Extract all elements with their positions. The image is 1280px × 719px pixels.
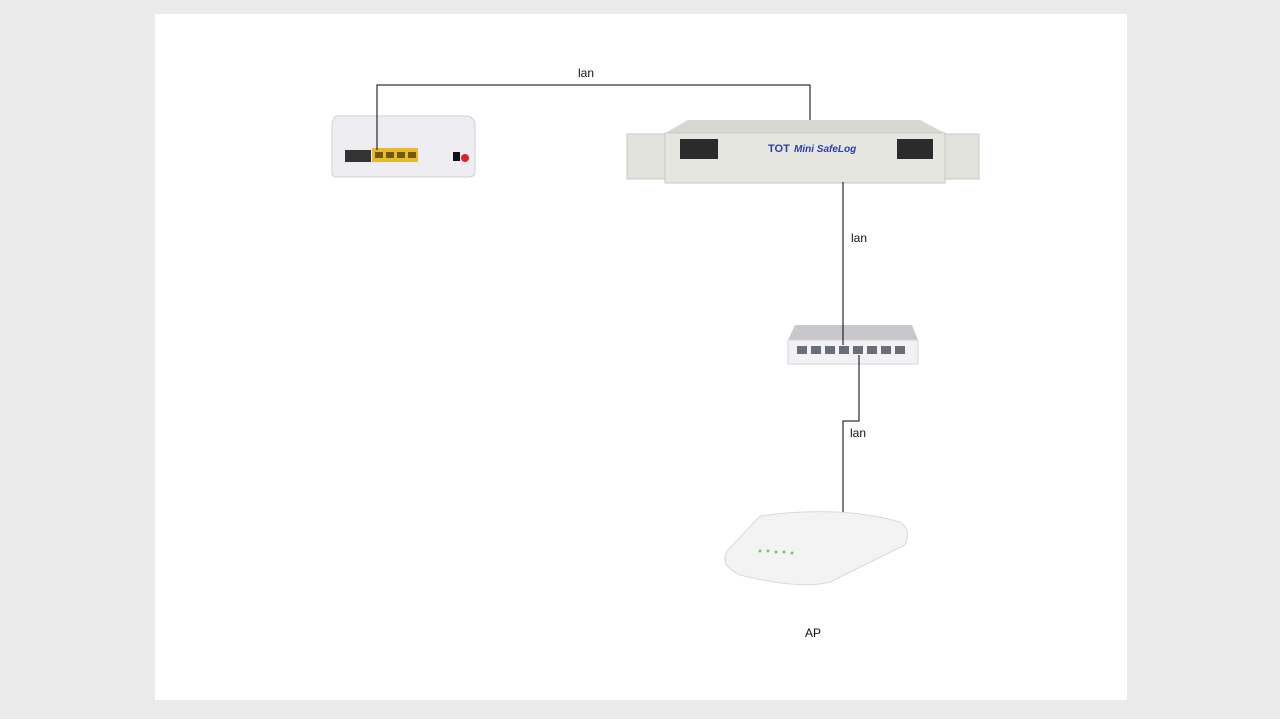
access-point-device [724,511,909,586]
edge-label-ont-firewall: lan [577,66,595,80]
switch-port [853,346,863,354]
switch-port [825,346,835,354]
edge-switch-ap [842,355,860,512]
firewall-model-logo: Mini SafeLog [794,144,856,155]
switch-port [895,346,905,354]
drive-bay-left [680,139,718,159]
switch-port [881,346,891,354]
lan-ports [372,148,418,162]
ont-router-device [331,115,476,178]
edge-label-switch-ap: lan [849,426,867,440]
edge-label-firewall-switch: lan [850,231,868,245]
ap-label: AP [804,626,822,640]
firewall-brand-logo: TOT [768,143,790,155]
switch-device [787,325,919,365]
switch-port [867,346,877,354]
switch-port [839,346,849,354]
switch-port [811,346,821,354]
edge-ont-firewall [376,84,811,150]
slide-canvas [155,14,1127,700]
switch-port [797,346,807,354]
firewall-device: TOT Mini SafeLog [626,120,980,184]
drive-bay-right [897,139,933,159]
